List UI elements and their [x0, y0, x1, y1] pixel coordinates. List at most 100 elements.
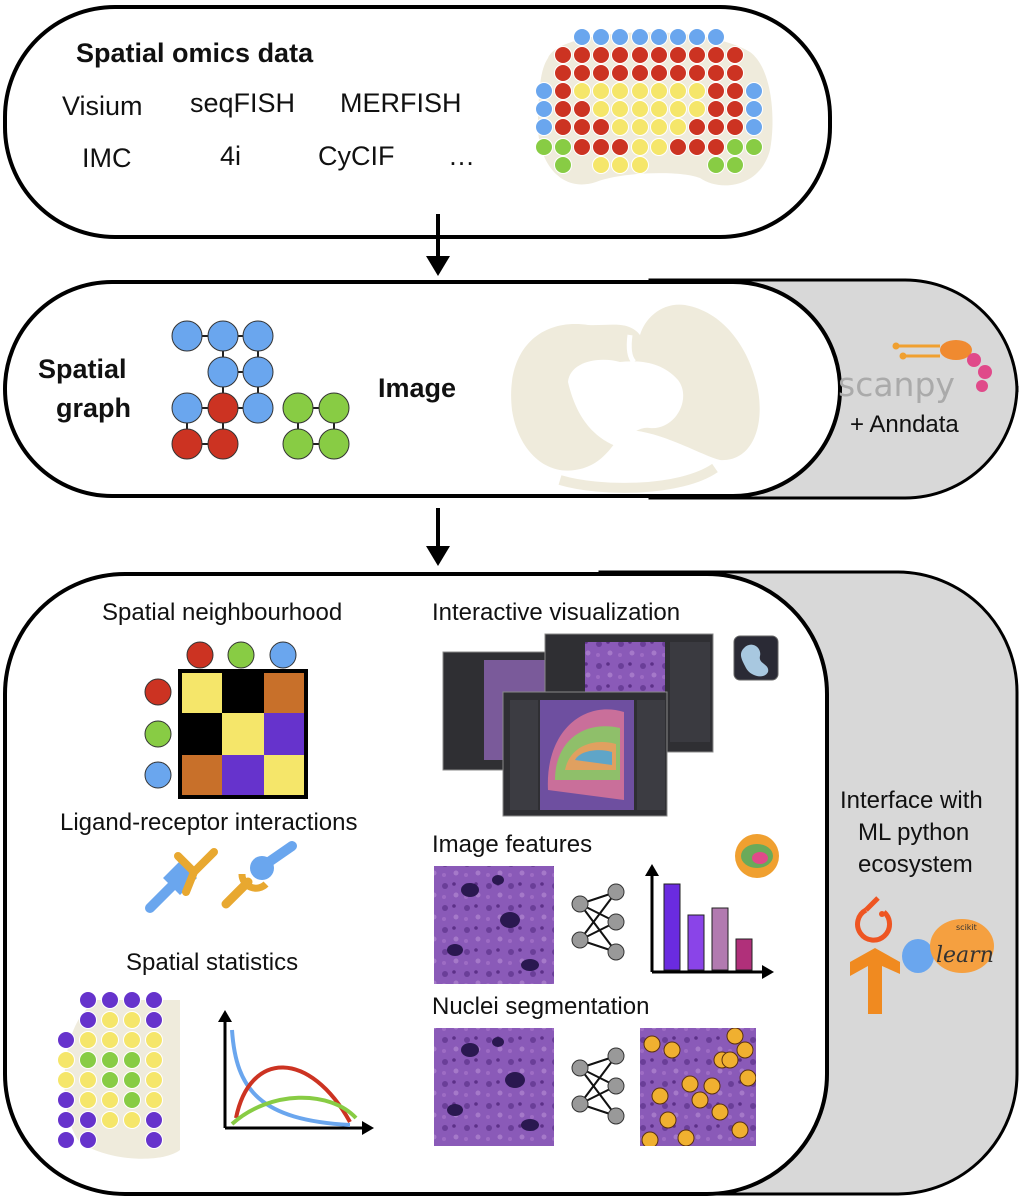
tissue-spot	[650, 100, 668, 118]
tissue-spot	[631, 156, 649, 174]
matrix-cell	[222, 671, 264, 713]
tissue-spot	[688, 64, 706, 82]
stats-spot	[57, 1091, 75, 1109]
tissue-spot	[631, 64, 649, 82]
graph-node	[242, 320, 274, 352]
napari-icon	[733, 635, 779, 681]
feature-bar-chart	[645, 864, 774, 979]
stats-spot	[79, 1031, 97, 1049]
tissue-spot	[573, 138, 591, 156]
nucleus-outline	[726, 1028, 744, 1045]
stats-spot	[123, 1091, 141, 1109]
stats-spot	[145, 1031, 163, 1049]
tissue-spot	[726, 46, 744, 64]
stats-spot	[79, 1051, 97, 1069]
tissue-spot	[573, 118, 591, 136]
stats-spot	[123, 1071, 141, 1089]
stats-spot	[79, 1071, 97, 1089]
stats-spot	[101, 1091, 119, 1109]
tissue-spot	[611, 156, 629, 174]
tissue-spot	[669, 28, 687, 46]
tissue-spot	[611, 100, 629, 118]
graph-node	[207, 320, 239, 352]
stats-spot	[123, 1051, 141, 1069]
matrix-border	[178, 669, 308, 799]
neighbourhood-title: Spatial neighbourhood	[102, 599, 342, 626]
stats-spot	[123, 991, 141, 1009]
graph-node	[282, 392, 314, 424]
feature-bar	[735, 938, 753, 971]
tensorflow-icon	[850, 948, 900, 1014]
tissue-spot	[631, 82, 649, 100]
neural-network-icon	[571, 1047, 625, 1125]
stats-spot	[101, 1051, 119, 1069]
tissue-spot	[592, 118, 610, 136]
feature-bar	[663, 883, 681, 971]
feature-bar	[687, 914, 705, 971]
tissue-spot	[631, 28, 649, 46]
stats-spot	[79, 1091, 97, 1109]
blue-blob-icon	[902, 939, 934, 973]
tissue-spot	[707, 28, 725, 46]
nucleus-outline	[659, 1111, 677, 1129]
sklearn-big-text: learn	[936, 943, 994, 968]
stats-spot	[145, 1051, 163, 1069]
spot-grid	[535, 28, 763, 174]
ligand-receptor-icon	[145, 841, 297, 913]
tissue-spot	[707, 138, 725, 156]
tissue-spot	[650, 46, 668, 64]
tissue-spot	[535, 138, 553, 156]
nn-node	[571, 1059, 589, 1077]
nn-connection	[579, 891, 617, 941]
tech-imc: IMC	[82, 143, 132, 173]
stats-spot	[57, 1051, 75, 1069]
image-features-icon	[735, 834, 779, 878]
tissue-spot	[669, 82, 687, 100]
tissue-spot	[592, 64, 610, 82]
tissue-spot	[611, 118, 629, 136]
stats-spot	[57, 1111, 75, 1129]
nucleus-outline	[677, 1129, 695, 1146]
nn-node	[607, 913, 625, 931]
scanpy-icon	[892, 340, 992, 392]
tissue-spot	[745, 118, 763, 136]
tissue-spot	[573, 64, 591, 82]
nucleus-outline	[703, 1077, 721, 1095]
scanpy-logo-text: scanpy	[838, 365, 955, 404]
anndata-label: + Anndata	[850, 411, 959, 438]
nucleus-outline	[731, 1121, 749, 1139]
stats-spot	[79, 991, 97, 1009]
tissue-spot	[535, 118, 553, 136]
down-arrow-icon	[426, 214, 450, 276]
stats-spot	[145, 1011, 163, 1029]
tech-merfish: MERFISH	[340, 88, 462, 118]
tissue-spot	[535, 82, 553, 100]
panel1-title: Spatial omics data	[76, 38, 314, 68]
ligand-receptor-title: Ligand-receptor interactions	[60, 809, 358, 836]
stats-spot	[57, 1031, 75, 1049]
nn-connection	[579, 903, 617, 953]
tissue-spot	[573, 100, 591, 118]
tissue-spot	[554, 118, 572, 136]
tissue-spot	[650, 118, 668, 136]
tissue-spot	[650, 28, 668, 46]
graph-node	[171, 320, 203, 352]
tissue-spot	[631, 138, 649, 156]
nn-connection	[579, 1067, 617, 1117]
tissue-spot	[631, 118, 649, 136]
stats-spot-grid	[57, 991, 163, 1149]
tissue-spot	[745, 82, 763, 100]
nn-node	[607, 1047, 625, 1065]
stats-spot	[145, 1091, 163, 1109]
nucleus-outline	[711, 1103, 729, 1121]
stats-spot	[101, 1071, 119, 1089]
spatial-graph-label-line2: graph	[56, 393, 131, 423]
graph-node	[207, 428, 239, 460]
stats-spot	[145, 1071, 163, 1089]
sklearn-small-text: scikit	[956, 923, 977, 932]
matrix-cell	[222, 713, 264, 755]
tissue-spot	[631, 46, 649, 64]
tissue-spot	[669, 46, 687, 64]
tissue-spot	[592, 82, 610, 100]
down-arrow-icon	[426, 508, 450, 566]
